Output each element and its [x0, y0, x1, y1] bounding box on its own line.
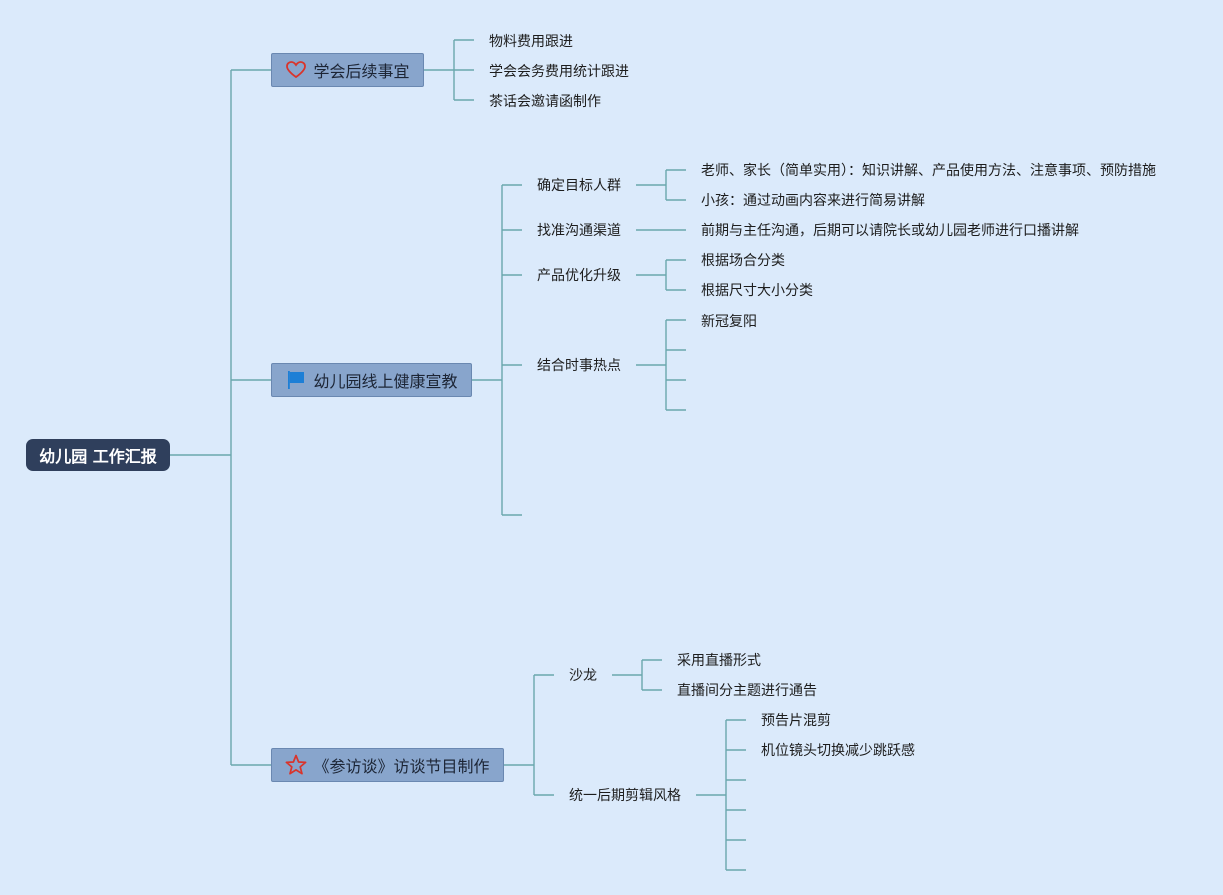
leaf-topic[interactable]: 物料费用跟进 — [489, 34, 573, 50]
subtopic[interactable]: 产品优化升级 — [537, 268, 621, 284]
leaf-topic[interactable]: 根据尺寸大小分类 — [701, 283, 813, 299]
leaf-topic[interactable]: 前期与主任沟通，后期可以请院长或幼儿园老师进行口播讲解 — [701, 223, 1079, 239]
subtopic[interactable]: 找准沟通渠道 — [537, 223, 621, 239]
flag-icon — [285, 369, 307, 391]
leaf-topic[interactable]: 预告片混剪 — [761, 713, 831, 729]
leaf-topic[interactable]: 小孩：通过动画内容来进行简易讲解 — [701, 193, 925, 209]
leaf-topic[interactable]: 茶话会邀请函制作 — [489, 94, 601, 110]
branch-topic-label: 《参访谈》访谈节目制作 — [313, 757, 490, 776]
leaf-topic[interactable]: 采用直播形式 — [677, 653, 761, 669]
subtopic[interactable]: 沙龙 — [569, 668, 597, 684]
root-topic-label: 幼儿园 工作汇报 — [39, 447, 157, 466]
branch-topic-academic[interactable]: 学会后续事宜 — [271, 53, 424, 87]
branch-topic-kindergarten-health[interactable]: 幼儿园线上健康宣教 — [271, 363, 472, 397]
star-icon — [285, 754, 307, 776]
branch-topic-interview-show[interactable]: 《参访谈》访谈节目制作 — [271, 748, 504, 782]
leaf-topic[interactable]: 老师、家长（简单实用）：知识讲解、产品使用方法、注意事项、预防措施 — [701, 163, 1156, 179]
heart-icon — [285, 59, 307, 81]
subtopic[interactable]: 确定目标人群 — [537, 178, 621, 194]
leaf-topic[interactable]: 直播间分主题进行通告 — [677, 683, 817, 699]
subtopic[interactable]: 结合时事热点 — [537, 358, 621, 374]
leaf-topic[interactable]: 机位镜头切换减少跳跃感 — [761, 743, 915, 759]
leaf-topic[interactable]: 学会会务费用统计跟进 — [489, 64, 629, 80]
branch-topic-label: 幼儿园线上健康宣教 — [313, 372, 458, 391]
leaf-topic[interactable]: 新冠复阳 — [701, 314, 757, 330]
leaf-topic[interactable]: 根据场合分类 — [701, 253, 785, 269]
subtopic[interactable]: 统一后期剪辑风格 — [569, 788, 681, 804]
root-topic[interactable]: 幼儿园 工作汇报 — [26, 439, 170, 471]
branch-topic-label: 学会后续事宜 — [313, 62, 410, 81]
